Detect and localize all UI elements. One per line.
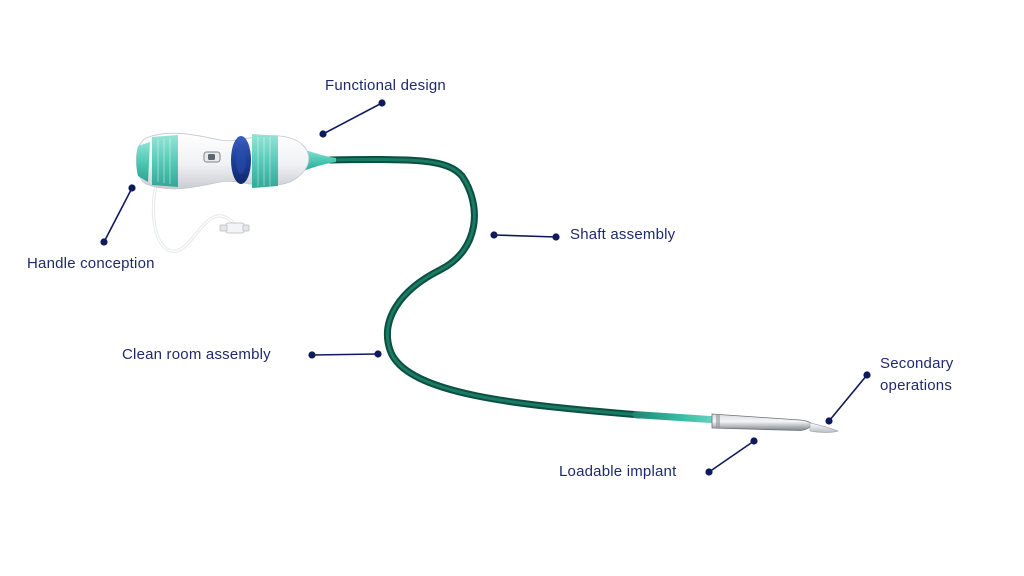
callout-secondary-operations-line-2: operations [880, 377, 953, 394]
implant-capsule [711, 413, 813, 431]
flush-line [151, 176, 240, 253]
leader-loadable-implant [705, 437, 758, 476]
callout-functional-design: Functional design [325, 77, 446, 94]
callout-handle-conception: Handle conception [27, 255, 155, 272]
leader-functional-design [319, 99, 386, 138]
handle [135, 132, 336, 190]
leader-handle-conception [100, 184, 136, 246]
luer-connector [219, 222, 250, 234]
leader-clean-room-assembly [308, 350, 382, 359]
callout-secondary-operations: Secondary operations [880, 353, 954, 397]
callout-shaft-assembly: Shaft assembly [570, 226, 676, 243]
callout-secondary-operations-line-1: Secondary [880, 355, 954, 372]
shaft [326, 155, 644, 419]
nose-cone-tip [809, 422, 840, 433]
callout-clean-room-assembly: Clean room assembly [122, 346, 271, 363]
leader-secondary-operations [825, 371, 871, 425]
leader-shaft-assembly [490, 231, 560, 241]
callout-loadable-implant: Loadable implant [559, 463, 677, 480]
